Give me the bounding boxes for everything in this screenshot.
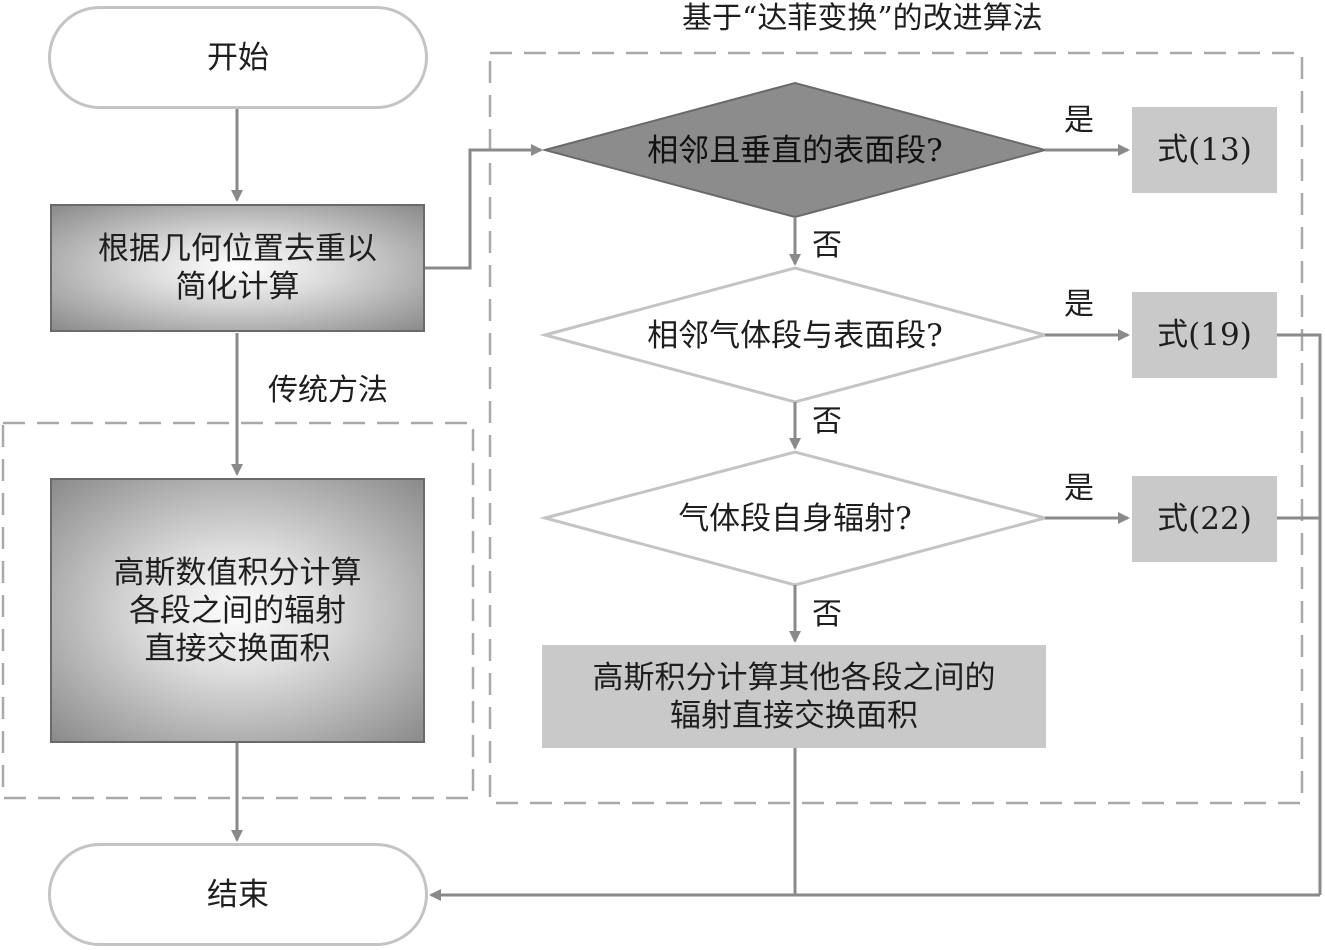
result-eq13-box: 式(13): [1132, 107, 1277, 193]
fallback-process-text: 高斯积分计算其他各段之间的 辐射直接交换面积: [592, 659, 996, 734]
end-terminal: 结束: [48, 843, 428, 946]
decision-2-question: 相邻气体段与表面段?: [647, 318, 943, 354]
improved-method-title: 基于“达菲变换”的改进算法: [682, 1, 1043, 36]
arrow-dedup-to-decision-1: [425, 144, 543, 270]
decision-3-yes-label: 是: [1064, 471, 1094, 506]
result-eq19-text: 式(19): [1157, 317, 1252, 353]
traditional-method-title: 传统方法: [268, 373, 388, 408]
result-eq22-text: 式(22): [1157, 501, 1252, 537]
start-terminal: 开始: [48, 6, 428, 109]
decision-1-yes-label: 是: [1064, 103, 1094, 138]
decision-1-question: 相邻且垂直的表面段?: [647, 133, 943, 169]
end-label: 结束: [207, 876, 269, 913]
result-eq19-box: 式(19): [1132, 292, 1277, 378]
decision-2-no-label: 否: [812, 404, 842, 439]
connector-eq19-out: [1277, 333, 1322, 895]
decision-1-no-label: 否: [812, 228, 842, 263]
decision-3-no-label: 否: [812, 597, 842, 632]
start-label: 开始: [207, 39, 269, 76]
fallback-process-box: 高斯积分计算其他各段之间的 辐射直接交换面积: [542, 645, 1046, 748]
decision-3-question: 气体段自身辐射?: [678, 501, 912, 537]
dedup-process-text: 根据几何位置去重以 简化计算: [98, 231, 377, 305]
result-eq13-text: 式(13): [1157, 132, 1252, 168]
traditional-method-frame: [1, 421, 475, 800]
result-eq22-box: 式(22): [1132, 476, 1277, 562]
traditional-process-text: 高斯数值积分计算 各段之间的辐射 直接交换面积: [113, 554, 362, 667]
dedup-process-box: 根据几何位置去重以 简化计算: [50, 204, 425, 332]
traditional-process-box: 高斯数值积分计算 各段之间的辐射 直接交换面积: [50, 478, 425, 743]
decision-2-yes-label: 是: [1064, 287, 1094, 322]
